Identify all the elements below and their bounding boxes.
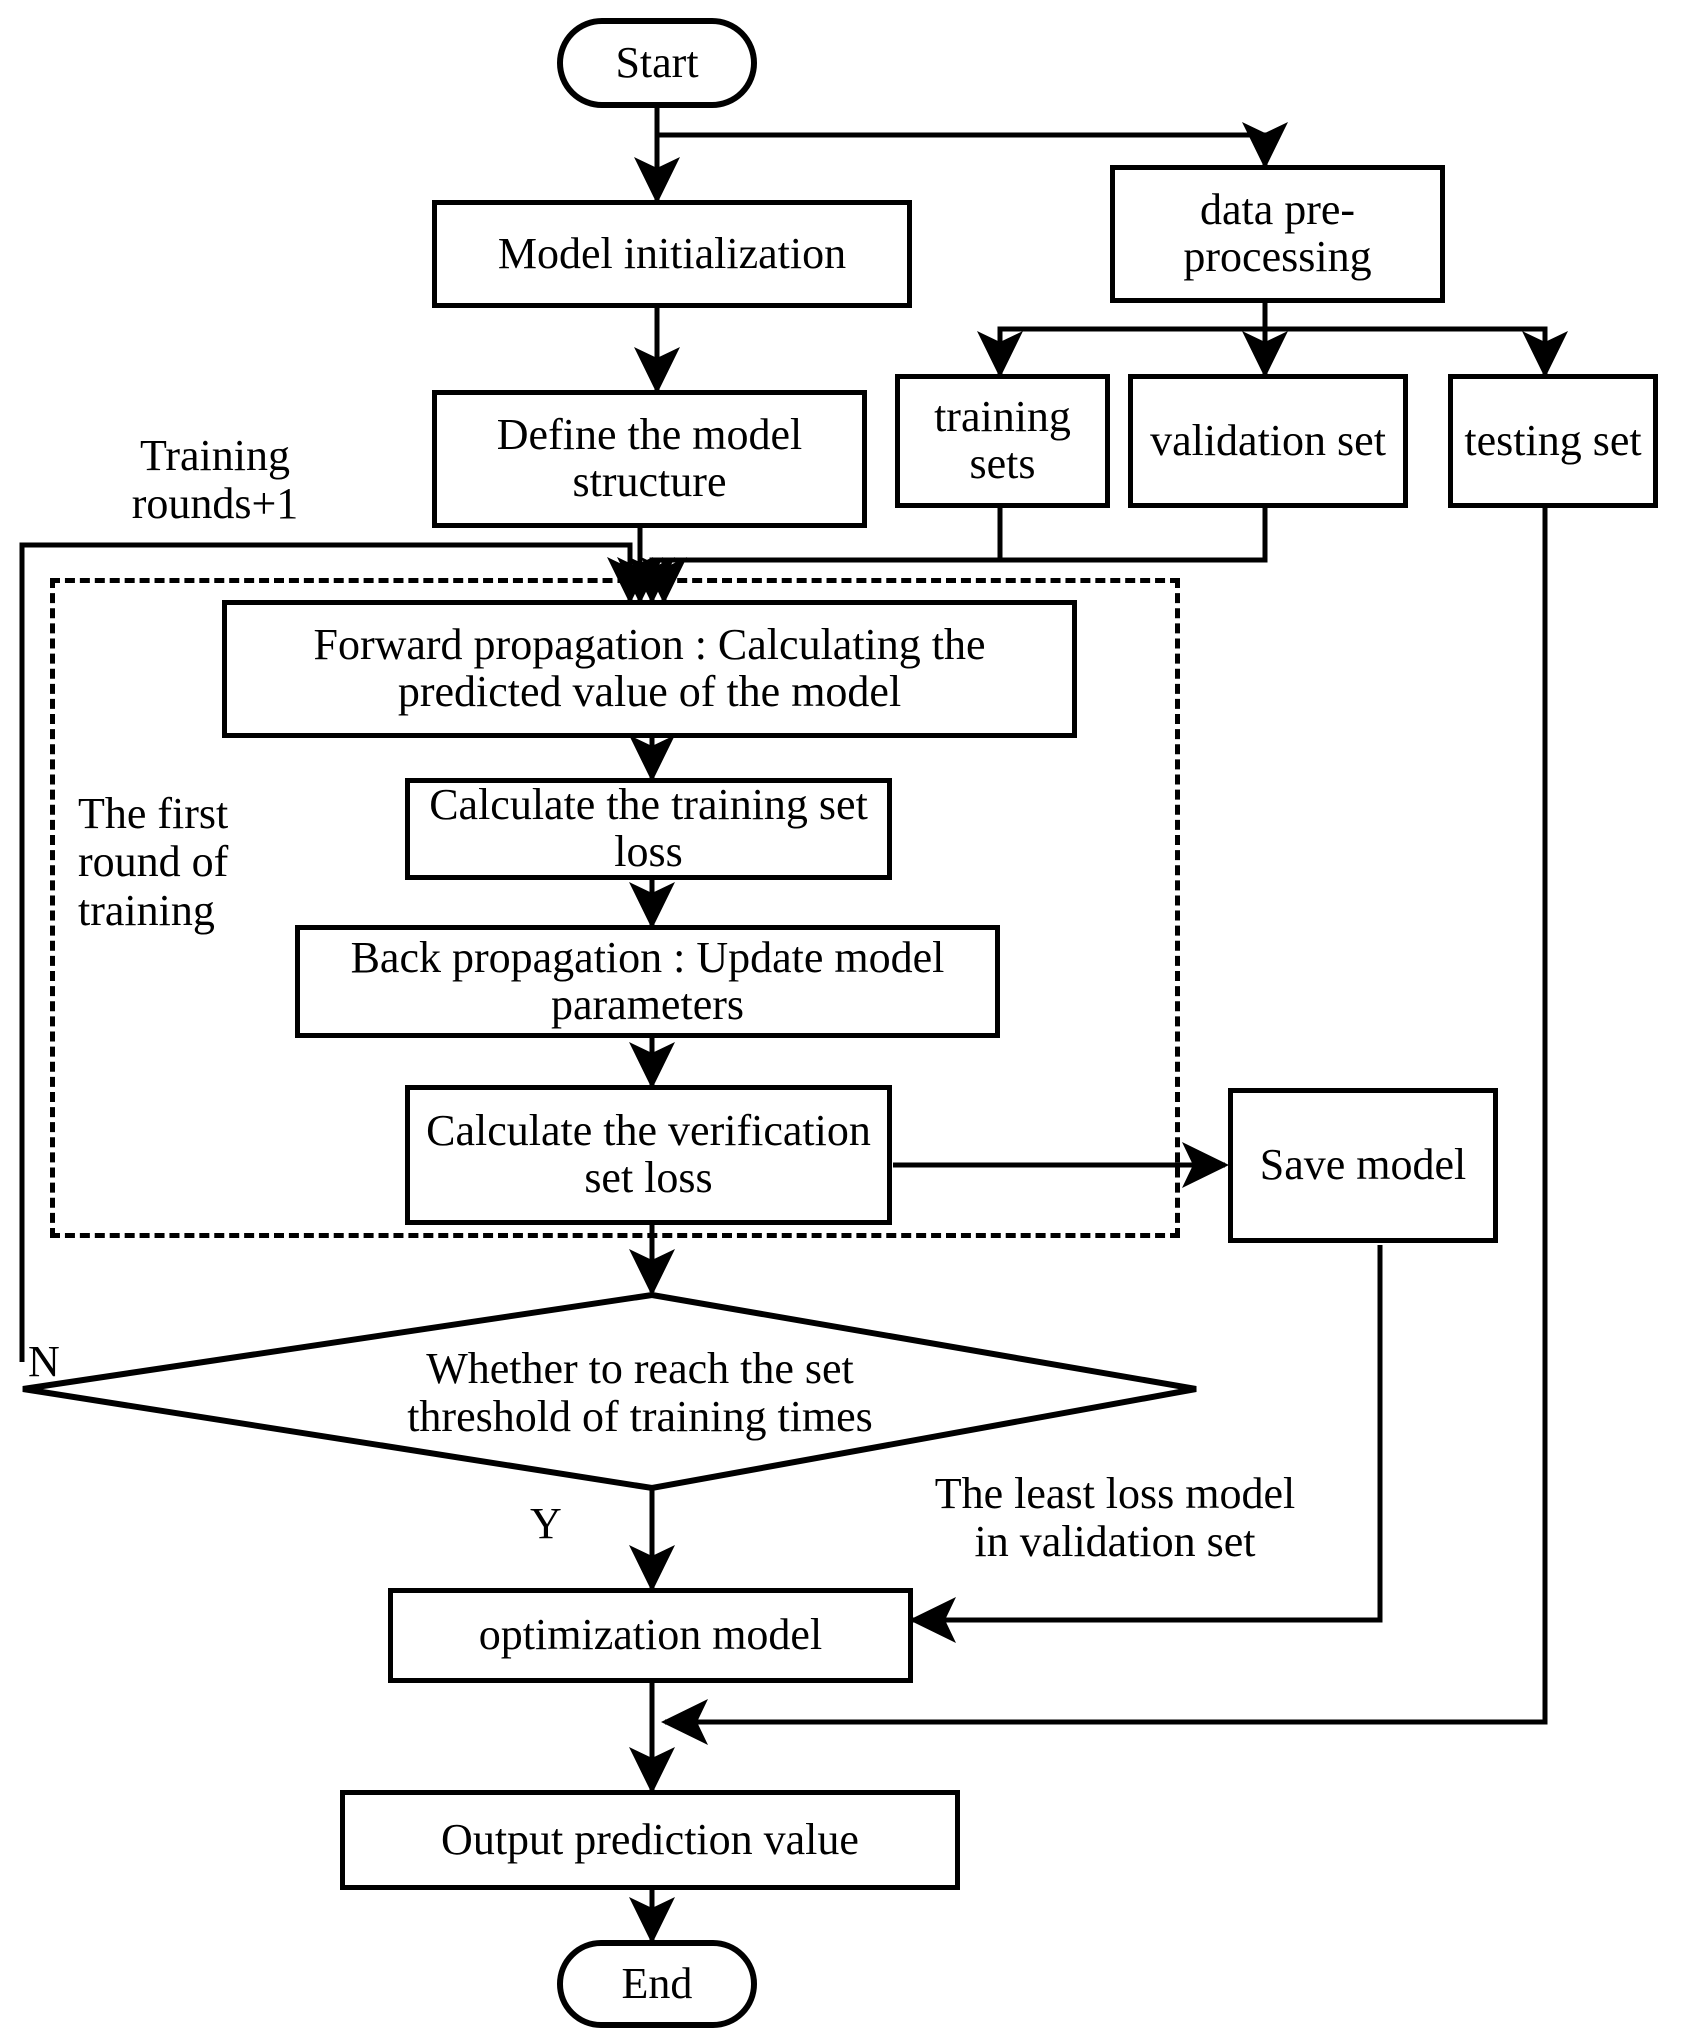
node-data-preprocessing-label: data pre- processing	[1183, 185, 1372, 281]
node-define-model-structure-label: Define the model structure	[496, 410, 803, 506]
node-testing-set-label: testing set	[1464, 415, 1642, 465]
node-save-model-label: Save model	[1259, 1140, 1467, 1190]
arrow-data-pre-to-training	[977, 300, 1268, 378]
node-model-initialization[interactable]: Model initialization	[432, 200, 912, 308]
node-decision-label: Whether to reach the set threshold of tr…	[407, 1343, 873, 1441]
node-output-prediction-value[interactable]: Output prediction value	[340, 1790, 960, 1890]
node-validation-set-label: validation set	[1150, 415, 1386, 465]
node-optimization-model-label: optimization model	[478, 1610, 823, 1660]
node-training-sets[interactable]: training sets	[895, 374, 1110, 508]
label-training-rounds: Training rounds+1	[131, 431, 299, 529]
node-testing-set[interactable]: testing set	[1448, 374, 1658, 508]
label-least-loss-model: The least loss model in validation set	[934, 1469, 1296, 1567]
arrow-data-pre-to-testing	[1265, 326, 1568, 378]
node-back-propagation[interactable]: Back propagation : Update model paramete…	[295, 925, 1000, 1038]
node-forward-propagation[interactable]: Forward propagation : Calculating the pr…	[222, 600, 1077, 738]
node-calculate-verification-set-loss[interactable]: Calculate the verification set loss	[405, 1085, 892, 1225]
label-first-round-of-training: The first round of training	[78, 789, 229, 935]
node-back-propagation-label: Back propagation : Update model paramete…	[350, 932, 945, 1029]
label-branch-yes: Y	[530, 1499, 562, 1548]
node-training-sets-label: training sets	[934, 392, 1071, 488]
node-save-model[interactable]: Save model	[1228, 1088, 1498, 1243]
arrow-start-to-data-pre	[657, 121, 1288, 169]
node-calculate-verification-set-loss-label: Calculate the verification set loss	[426, 1106, 871, 1202]
node-end-label: End	[621, 1958, 693, 2008]
node-model-initialization-label: Model initialization	[497, 228, 847, 278]
node-data-preprocessing[interactable]: data pre- processing	[1110, 165, 1445, 303]
node-optimization-model[interactable]: optimization model	[388, 1588, 913, 1683]
node-start[interactable]: Start	[557, 18, 757, 108]
node-start-label: Start	[615, 37, 699, 87]
label-branch-no: N	[28, 1337, 60, 1386]
node-forward-propagation-label: Forward propagation : Calculating the pr…	[313, 620, 986, 716]
node-define-model-structure[interactable]: Define the model structure	[432, 390, 867, 528]
node-calculate-training-set-loss-label: Calculate the training set loss	[429, 780, 868, 876]
node-output-prediction-value-label: Output prediction value	[441, 1814, 859, 1864]
node-validation-set[interactable]: validation set	[1128, 374, 1408, 508]
node-end[interactable]: End	[557, 1940, 757, 2028]
node-calculate-training-set-loss[interactable]: Calculate the training set loss	[405, 778, 892, 880]
